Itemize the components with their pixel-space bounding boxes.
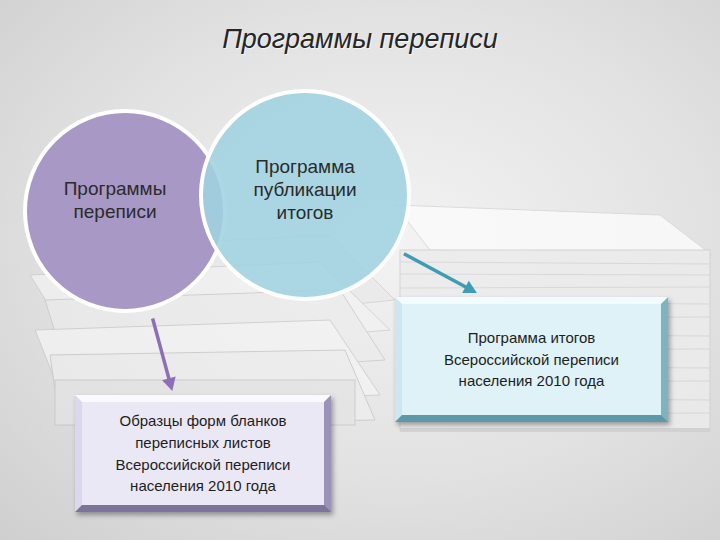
arrow-head	[162, 377, 176, 391]
form-box: Образцы форм бланков переписных листов В…	[75, 395, 331, 512]
arrow-connector	[153, 319, 170, 382]
arrow-head	[462, 281, 477, 293]
result-box: Программа итогов Всероссийской переписи …	[395, 297, 668, 422]
circle-label: Программы переписи	[40, 178, 190, 224]
circle-label: Программа публикации итогов	[235, 156, 375, 224]
box-label: Программа итогов Всероссийской переписи …	[436, 327, 627, 392]
slide-title: Программы переписи	[0, 24, 720, 55]
venn-circle: Программы переписи	[22, 108, 228, 314]
arrow-connector	[404, 254, 468, 289]
venn-circle: Программа публикации итогов	[198, 88, 412, 302]
box-label: Образцы форм бланков переписных листов В…	[98, 410, 308, 497]
